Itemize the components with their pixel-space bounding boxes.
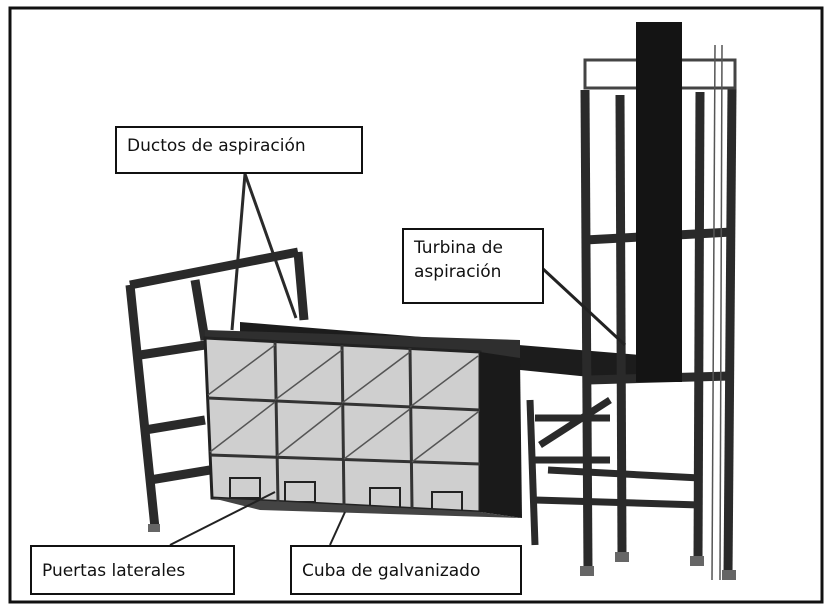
cuba-pointer-line [329, 511, 346, 546]
puertas-pointer-line [169, 491, 276, 546]
label-turbina-line1: Turbina de [414, 238, 503, 258]
side-doors [229, 477, 463, 513]
galvanizing-tank [203, 336, 522, 518]
label-ductos-text: Ductos de aspiración [127, 136, 306, 156]
label-turbina-aspiracion: Turbina de aspiración [402, 228, 544, 304]
support-frame [526, 397, 701, 546]
turbine-pointer-line [540, 266, 627, 347]
left-frame-structure [125, 247, 309, 529]
duct-pointer-lines [230, 173, 298, 331]
label-cuba-galvanizado: Cuba de galvanizado [290, 545, 522, 595]
label-turbina-line2: aspiración [414, 262, 502, 282]
outer-border [8, 6, 824, 604]
label-puertas-text: Puertas laterales [42, 561, 186, 581]
label-puertas-laterales: Puertas laterales [30, 545, 235, 595]
label-cuba-text: Cuba de galvanizado [302, 561, 481, 581]
column-feet [148, 524, 736, 580]
label-ductos-aspiracion: Ductos de aspiración [115, 126, 363, 174]
turbine-tower [580, 22, 737, 581]
turbine-stack [636, 22, 682, 382]
